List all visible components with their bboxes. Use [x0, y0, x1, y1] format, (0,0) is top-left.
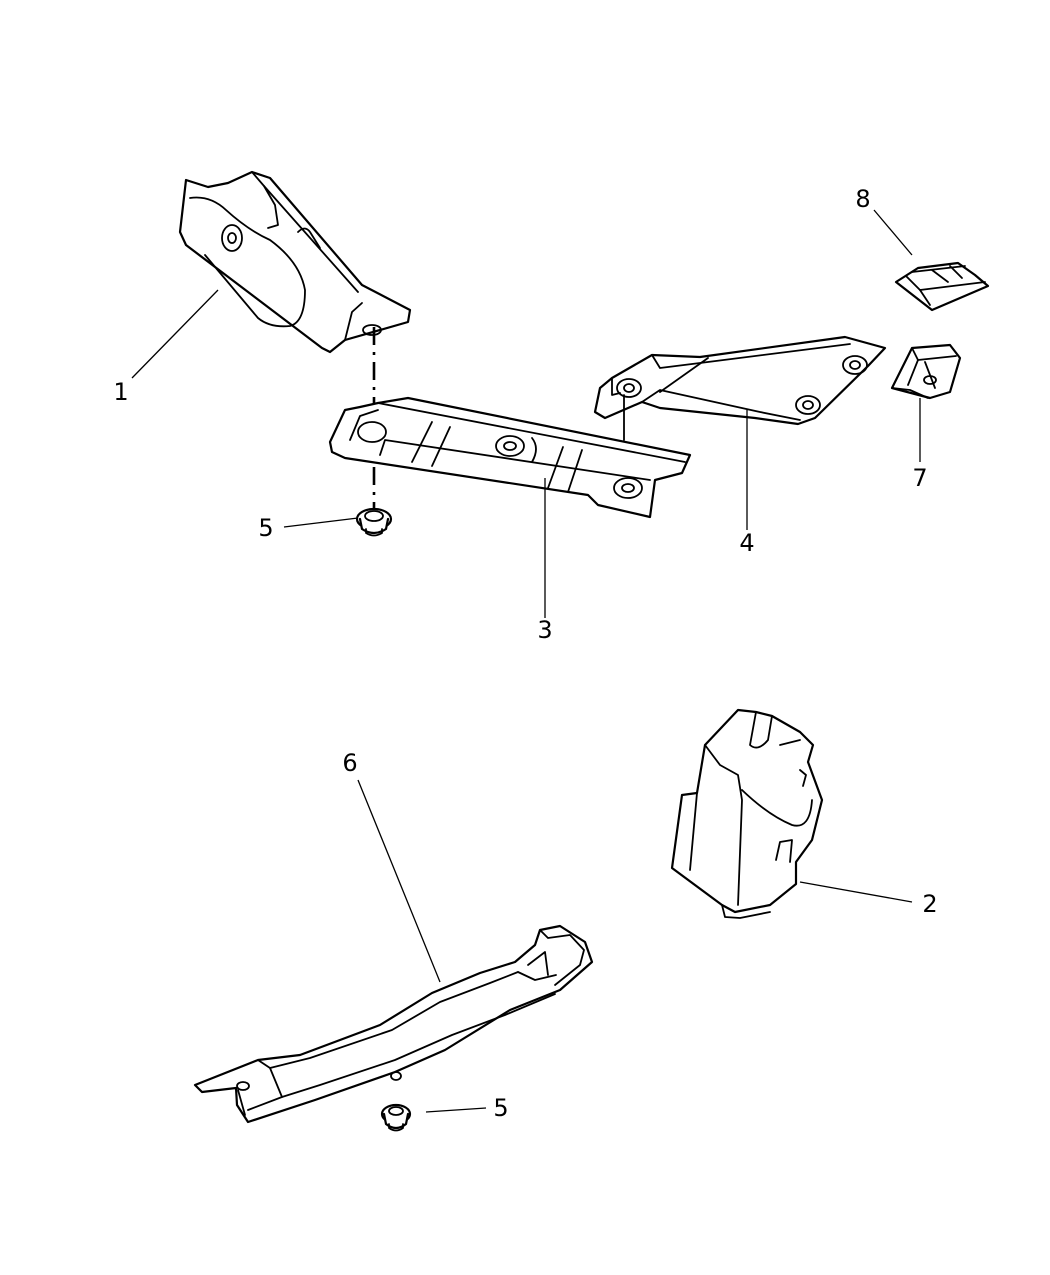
callout-7: 7	[912, 464, 927, 492]
part-1-shield	[178, 170, 412, 354]
leader-2	[799, 881, 913, 903]
part-7-clip	[890, 343, 962, 400]
callout-1: 1	[113, 378, 128, 406]
part-4-shield	[593, 335, 887, 441]
leader-6	[357, 779, 441, 983]
callout-5-upper: 5	[258, 514, 273, 542]
part-2-shield	[670, 708, 824, 919]
part-8-clip	[894, 261, 990, 312]
leader-5a	[283, 517, 359, 528]
leader-5b	[425, 1107, 487, 1113]
callout-5-lower: 5	[493, 1094, 508, 1122]
callout-6: 6	[342, 749, 357, 777]
leader-1	[131, 289, 219, 379]
callout-8: 8	[855, 185, 870, 213]
callout-4: 4	[739, 529, 754, 557]
part-3-shield	[328, 396, 692, 519]
part-5-retainer-lower	[380, 1103, 412, 1132]
callout-2: 2	[922, 890, 937, 918]
part-5-retainer-upper	[355, 507, 393, 537]
callout-3: 3	[537, 616, 552, 644]
part-6-shield	[193, 924, 594, 1124]
leader-8	[873, 209, 913, 256]
